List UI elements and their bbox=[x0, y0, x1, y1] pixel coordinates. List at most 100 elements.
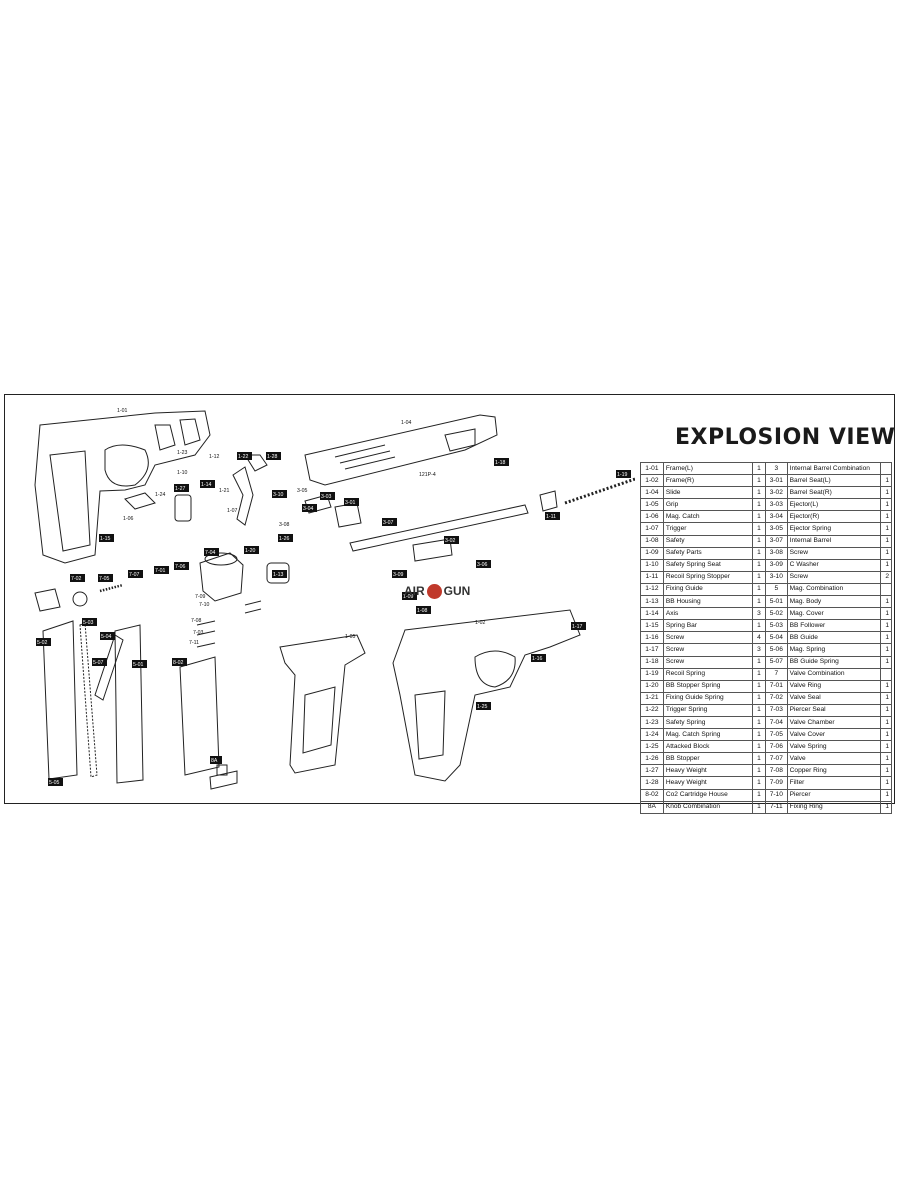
table-cell: Frame(L) bbox=[662, 461, 753, 476]
table-cell: 1 bbox=[751, 474, 766, 488]
table-cell: 2 bbox=[880, 570, 892, 584]
table-cell: 5-06 bbox=[764, 643, 788, 657]
table-cell: 1 bbox=[751, 764, 766, 778]
table-cell: 1 bbox=[880, 655, 892, 669]
table-cell: Valve bbox=[786, 752, 882, 766]
table-cell: 1-23 bbox=[640, 715, 664, 730]
part-label: 1-10 bbox=[177, 470, 187, 476]
svg-text:7-03: 7-03 bbox=[193, 630, 203, 636]
table-cell: 1-19 bbox=[640, 667, 664, 681]
svg-text:1-02: 1-02 bbox=[475, 620, 485, 626]
trigger-group bbox=[124, 454, 268, 526]
table-cell: 1 bbox=[751, 558, 766, 572]
part-label: 7-04 bbox=[204, 548, 219, 556]
table-cell: Piercer bbox=[786, 788, 882, 802]
table-cell: 1-07 bbox=[640, 522, 664, 536]
svg-text:8-02: 8-02 bbox=[173, 660, 183, 666]
table-cell: 1 bbox=[880, 740, 892, 754]
table-cell: 1-09 bbox=[640, 546, 664, 560]
part-label: 1-27 bbox=[174, 484, 189, 492]
table-cell: 1 bbox=[751, 800, 766, 814]
part-label: 7-05 bbox=[98, 574, 113, 582]
table-cell: 1 bbox=[751, 715, 766, 730]
table-cell: Internal Barrel bbox=[786, 534, 882, 548]
table-cell: 1 bbox=[751, 486, 766, 500]
svg-text:5-02: 5-02 bbox=[37, 640, 47, 646]
table-cell: 1 bbox=[751, 619, 766, 633]
table-cell: BB Follower bbox=[786, 619, 882, 633]
part-label: 3-02 bbox=[444, 536, 459, 544]
part-label: 1-07 bbox=[227, 508, 237, 514]
table-cell: Mag. Combination bbox=[786, 582, 882, 597]
part-label: 5-01 bbox=[132, 660, 147, 668]
table-cell: 5-03 bbox=[764, 619, 788, 633]
table-cell: Barrel Seat(R) bbox=[786, 486, 882, 500]
internal-barrel bbox=[349, 504, 529, 552]
svg-text:7-10: 7-10 bbox=[199, 602, 209, 608]
table-cell: 1 bbox=[880, 776, 892, 790]
part-labels: 1-01 1-04 1-18 1-19 1-11 121P-4 1-23 1-1… bbox=[36, 408, 631, 786]
svg-text:3-02: 3-02 bbox=[445, 538, 455, 544]
table-cell: 3-03 bbox=[764, 498, 788, 512]
svg-text:3-06: 3-06 bbox=[477, 562, 487, 568]
table-cell: Heavy Weight bbox=[662, 764, 753, 778]
svg-text:1-01: 1-01 bbox=[117, 408, 127, 414]
frame-left-part bbox=[34, 410, 211, 564]
part-label: 3-09 bbox=[392, 570, 407, 578]
table-cell: Knob Combination bbox=[662, 800, 753, 814]
table-cell: Co2 Cartridge House bbox=[662, 788, 753, 802]
table-cell: 1 bbox=[751, 667, 766, 681]
table-cell: Valve Chamber bbox=[786, 715, 882, 730]
table-cell: Mag. Spring bbox=[786, 643, 882, 657]
svg-text:7-11: 7-11 bbox=[189, 640, 199, 646]
svg-text:7-06: 7-06 bbox=[175, 564, 185, 570]
page-title: EXPLOSION VIEW bbox=[675, 425, 896, 450]
table-cell: 3-05 bbox=[764, 522, 788, 536]
part-label: 1-02 bbox=[475, 620, 485, 626]
table-cell: 1 bbox=[751, 788, 766, 802]
table-cell: BB Stopper bbox=[662, 752, 753, 766]
table-cell: 3-04 bbox=[764, 510, 788, 524]
table-cell: Attacked Block bbox=[662, 740, 753, 754]
table-cell: 1 bbox=[880, 788, 892, 802]
table-cell: Internal Barrel Combination bbox=[786, 461, 882, 476]
table-cell: 1 bbox=[880, 522, 892, 536]
table-cell: 1-17 bbox=[640, 643, 664, 657]
table-cell: 3-02 bbox=[764, 486, 788, 500]
svg-text:1-11: 1-11 bbox=[546, 514, 556, 520]
svg-text:121P-4: 121P-4 bbox=[419, 472, 436, 478]
table-cell: Valve Cover bbox=[786, 728, 882, 742]
part-label: 3-06 bbox=[476, 560, 491, 568]
table-cell: 1 bbox=[880, 752, 892, 766]
svg-text:1-24: 1-24 bbox=[155, 492, 165, 498]
table-cell: 1 bbox=[880, 619, 892, 633]
part-label: 7-02 bbox=[70, 574, 85, 582]
part-label: 1-25 bbox=[476, 702, 491, 710]
table-cell: 1 bbox=[880, 510, 892, 524]
svg-text:7-02: 7-02 bbox=[71, 576, 81, 582]
table-cell: Mag. Body bbox=[786, 595, 882, 609]
magazine-parts bbox=[42, 620, 238, 790]
table-cell: Recoil Spring Stopper bbox=[662, 570, 753, 584]
table-cell: Ejector(L) bbox=[786, 498, 882, 512]
part-label: 7-08 bbox=[191, 618, 201, 624]
table-cell: Piercer Seal bbox=[786, 703, 882, 717]
part-label: 8-02 bbox=[172, 658, 187, 666]
table-cell: Filter bbox=[786, 776, 882, 790]
table-cell: 7-10 bbox=[764, 788, 788, 802]
table-cell: Valve Combination bbox=[786, 667, 882, 681]
svg-text:1-25: 1-25 bbox=[477, 704, 487, 710]
table-cell: 1-13 bbox=[640, 595, 664, 609]
table-cell: 1 bbox=[880, 534, 892, 548]
table-cell: 1 bbox=[751, 461, 766, 476]
